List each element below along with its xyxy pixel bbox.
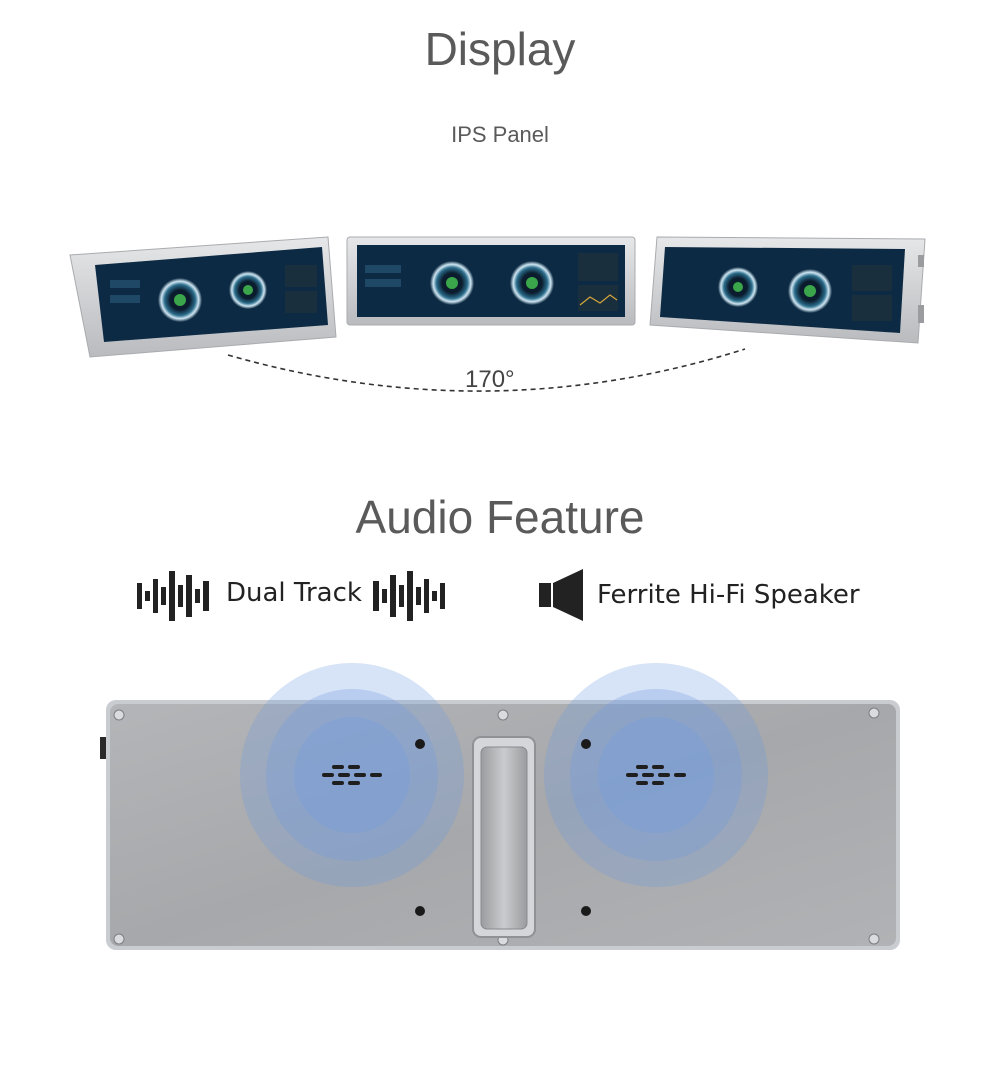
display-left [69, 236, 337, 358]
feature-ferrite-speaker: Ferrite Hi-Fi Speaker [597, 580, 860, 610]
sound-wave-left [240, 663, 464, 887]
display-center [346, 236, 636, 326]
display-right [649, 236, 926, 344]
viewing-angle-label: 170° [465, 366, 515, 393]
speaker-grille-right [626, 765, 686, 785]
waveform-icon [137, 571, 209, 621]
display-title: Display [424, 23, 576, 75]
sound-wave-right [544, 663, 768, 887]
display-angle-illustration [69, 236, 926, 392]
waveform-icon [373, 571, 445, 621]
audio-title: Audio Feature [355, 491, 645, 543]
display-subtitle: IPS Panel [451, 122, 549, 147]
feature-dual-track: Dual Track [226, 578, 362, 608]
device-back-panel [100, 663, 900, 950]
speaker-grille-left [322, 765, 382, 785]
viewing-angle-arc [227, 348, 746, 392]
speaker-icon [539, 569, 583, 621]
